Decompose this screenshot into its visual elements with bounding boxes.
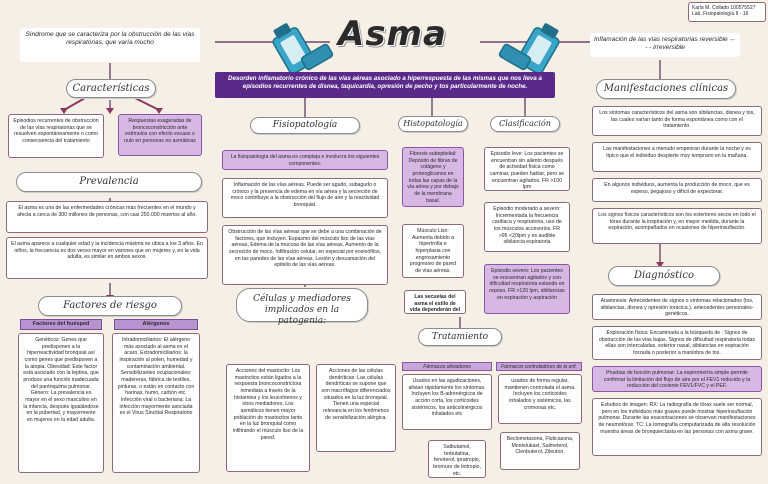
diagnostico-funcion: Pruebas de función pulmonar: La espirome…: [592, 366, 762, 392]
definition-bar: Desorden inflamatorio crónico de las vía…: [215, 72, 555, 98]
tratamiento-aliviadores: Usados en las agudizaciones, alivian ráp…: [402, 374, 492, 430]
fisiopatologia-title: Fisiopatología: [250, 117, 360, 134]
inhaler-right-icon: [498, 23, 560, 75]
celulas-title: Células y mediadores implicados en la pa…: [236, 288, 368, 326]
fisiopatologia-intro: La fisiopatología del asma es compleja e…: [222, 150, 388, 170]
manifestaciones-p1: Los síntomas característicos del asma so…: [592, 106, 762, 136]
diagnostico-title: Diagnóstico: [608, 266, 720, 286]
clasificacion-moderado: Episodio moderado a severo: Incrementada…: [484, 202, 570, 252]
histopatologia-fibrosis: Fibrosis subepitelial: Depósito de fibra…: [402, 147, 464, 207]
course-name: Lab. Fisiopatología II - 16: [692, 11, 749, 18]
clasificacion-severo: Episodio severo: Los pacientes se encuen…: [484, 264, 570, 314]
diagnostico-exploracion: Exploración física: Encaminada a la búsq…: [592, 326, 762, 360]
histopatologia-secuelas: Las secuelas del asma el estilo de vida …: [404, 290, 466, 314]
celulas-dendritica: Acciones de las células dendríticas: Las…: [316, 364, 396, 452]
factores-alergenos: Intradomiciliarios: El alérgeno más asoc…: [112, 333, 200, 473]
inhaler-left-icon: [272, 23, 334, 75]
manifestaciones-p2: Las manifestaciones a menudo empeoran du…: [592, 142, 762, 172]
factores-huesped: Genéticos: Genes que predisponen a la hi…: [18, 333, 104, 473]
prevalencia-p2: El asma aparece a cualquier edad y la in…: [6, 237, 208, 279]
top-right-note: Inflamación de las vías respiratorias re…: [590, 33, 740, 57]
manifestaciones-p4: Los signos físicos característicos son l…: [592, 208, 762, 244]
manifestaciones-title: Manifestaciones clínicas: [596, 79, 736, 99]
page-title: Asma: [338, 14, 447, 54]
tratamiento-controladores: usados de forma regular, mantienen contr…: [498, 374, 582, 424]
clasificacion-leve: Episodio leve: Los pacientes se encuentr…: [484, 147, 570, 191]
caracteristicas-right: Respuestas exageradas de broncoconstricc…: [118, 114, 202, 156]
tratamiento-aliviadores-drugs: Salbutamol, terbutalina, fenoterol, ipra…: [428, 440, 486, 478]
caracteristicas-title: Características: [66, 79, 156, 98]
author-box: Karla M. Collado 100575527 Lab. Fisiopat…: [688, 2, 766, 22]
fisiopatologia-p1: Inflamación de las vías aéreas. Puede se…: [222, 178, 388, 218]
author-name: Karla M. Collado 100575527: [692, 5, 756, 11]
clasificacion-title: Clasificación: [490, 116, 560, 132]
tratamiento-title: Tratamiento: [418, 328, 502, 346]
prevalencia-title: Prevalencia: [16, 172, 202, 192]
histopatologia-title: Histopatología: [398, 116, 468, 132]
tratamiento-controladores-label: Fármacos controladores de la enf.: [496, 362, 582, 371]
diagnostico-imagen: Estudios de imagen: RX: La radiografía d…: [592, 398, 762, 456]
top-left-note: Síndrome que se caracteriza por la obstr…: [20, 28, 200, 62]
fisiopatologia-p2: Obstrucción de las vías aéreas que se de…: [222, 225, 388, 285]
manifestaciones-p3: En algunos individuos, aumenta la produc…: [592, 178, 762, 202]
prevalencia-p1: El asma es una de las enfermedades cróni…: [6, 201, 208, 233]
factores-alergenos-label: Alérgenos: [114, 319, 198, 330]
caracteristicas-left: Episodios recurrentes de obstrucción de …: [8, 114, 104, 158]
tratamiento-controladores-drugs: Beclometasona, Fluticasona, Montelukast,…: [500, 432, 580, 470]
tratamiento-aliviadores-label: Fármacos aliviadores: [402, 362, 492, 371]
factores-title: Factores de riesgo: [38, 296, 182, 316]
factores-huesped-label: Factores del huésped: [20, 319, 102, 330]
histopatologia-musculo: Músculo Liso: Aumenta debido a hipertrof…: [402, 224, 464, 278]
diagnostico-anamnesis: Anamnesis: Antecedentes de signos o sínt…: [592, 294, 762, 320]
celulas-mastocito: Acciones del mastocito: Los mastocitos e…: [226, 364, 310, 472]
